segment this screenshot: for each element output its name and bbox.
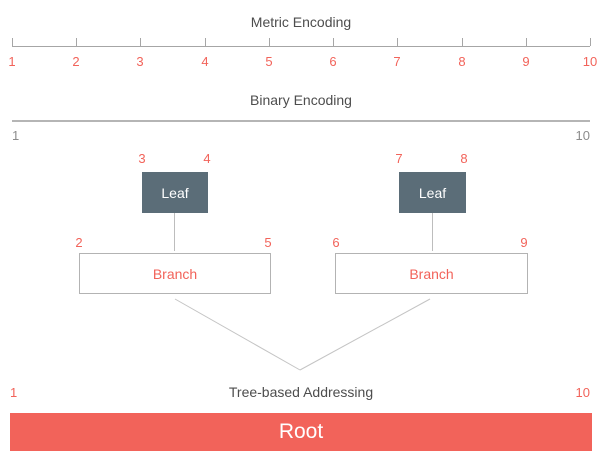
- branch2-right-number: 9: [520, 235, 528, 250]
- leaf-node-1: Leaf: [142, 172, 208, 213]
- binary-range-start: 1: [12, 128, 20, 143]
- ruler-tick: [526, 38, 527, 46]
- ruler-tick: [205, 38, 206, 46]
- metric-tick-label: 1: [8, 54, 16, 69]
- branch-node-2: Branch: [335, 253, 528, 294]
- ruler-tick: [269, 38, 270, 46]
- leaf2-left-number: 7: [395, 151, 403, 166]
- tree-addressing-title: Tree-based Addressing: [228, 384, 374, 400]
- branch-node-label: Branch: [152, 265, 198, 282]
- metric-encoding-title: Metric Encoding: [250, 14, 352, 30]
- connector-leaf1-branch1: [174, 213, 175, 251]
- connector-leaf2-branch2: [432, 213, 433, 251]
- leaf-node-2: Leaf: [399, 172, 466, 213]
- binary-range-end: 10: [575, 128, 590, 143]
- ruler-tick: [76, 38, 77, 46]
- ruler-tick: [462, 38, 463, 46]
- metric-tick-label: 3: [136, 54, 144, 69]
- metric-tick-label: 8: [458, 54, 466, 69]
- ruler-tick: [140, 38, 141, 46]
- ruler-tick: [590, 38, 591, 46]
- ruler-tick: [397, 38, 398, 46]
- binary-range-line: [12, 120, 590, 122]
- root-node-label: Root: [278, 420, 324, 443]
- metric-tick-label: 10: [582, 54, 598, 69]
- root-node: Root: [10, 413, 592, 451]
- root-left-number: 1: [10, 385, 18, 400]
- connector-branch1-root: [174, 298, 301, 371]
- leaf-node-label: Leaf: [161, 184, 189, 201]
- metric-ruler-line: [12, 46, 590, 47]
- binary-encoding-title: Binary Encoding: [250, 92, 352, 108]
- metric-tick-label: 9: [522, 54, 530, 69]
- metric-tick-label: 4: [201, 54, 209, 69]
- root-right-number: 10: [575, 385, 590, 400]
- branch-node-label: Branch: [409, 265, 454, 282]
- leaf2-right-number: 8: [460, 151, 468, 166]
- branch1-left-number: 2: [75, 235, 83, 250]
- ruler-tick: [12, 38, 13, 46]
- branch2-left-number: 6: [332, 235, 340, 250]
- leaf1-left-number: 3: [138, 151, 146, 166]
- branch-node-1: Branch: [79, 253, 271, 294]
- leaf1-right-number: 4: [203, 151, 211, 166]
- connector-branch2-root: [299, 298, 431, 371]
- metric-tick-label: 2: [72, 54, 80, 69]
- metric-tick-label: 6: [329, 54, 337, 69]
- ruler-tick: [333, 38, 334, 46]
- leaf-node-label: Leaf: [418, 184, 447, 201]
- metric-tick-label: 7: [393, 54, 401, 69]
- metric-tick-label: 5: [265, 54, 273, 69]
- branch1-right-number: 5: [264, 235, 272, 250]
